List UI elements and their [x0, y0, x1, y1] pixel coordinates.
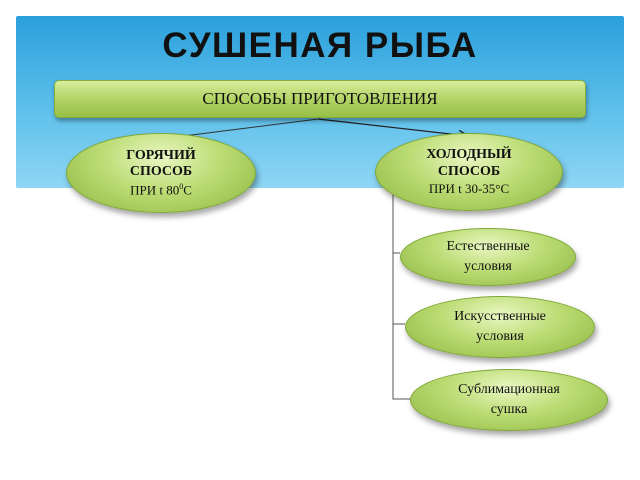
cold-line2: СПОСОБ	[437, 163, 501, 179]
hot-line2: СПОСОБ	[129, 163, 193, 179]
cold-option-artificial: Искусственные условия	[405, 296, 595, 358]
cold-line1: ХОЛОДНЫЙ	[426, 147, 512, 163]
cold-option-natural: Естественные условия	[400, 228, 576, 286]
arrow-to-cold	[317, 118, 468, 136]
cold-branch-line	[392, 186, 412, 400]
cold-method-node: ХОЛОДНЫЙ СПОСОБ ПРИ t 30-35°С	[375, 133, 563, 211]
hot-temp: ПРИ t 800С	[130, 181, 192, 198]
cold-temp: ПРИ t 30-35°С	[428, 180, 510, 196]
cold-option-sublimation: Сублимационная сушка	[410, 369, 608, 431]
slide-title: СУШЕНАЯ РЫБА	[162, 26, 478, 65]
methods-header-box: СПОСОБЫ ПРИГОТОВЛЕНИЯ	[54, 80, 586, 118]
hot-method-node: ГОРЯЧИЙ СПОСОБ ПРИ t 800С	[66, 133, 256, 213]
methods-header-label: СПОСОБЫ ПРИГОТОВЛЕНИЯ	[202, 89, 438, 108]
hot-line1: ГОРЯЧИЙ	[126, 147, 196, 163]
